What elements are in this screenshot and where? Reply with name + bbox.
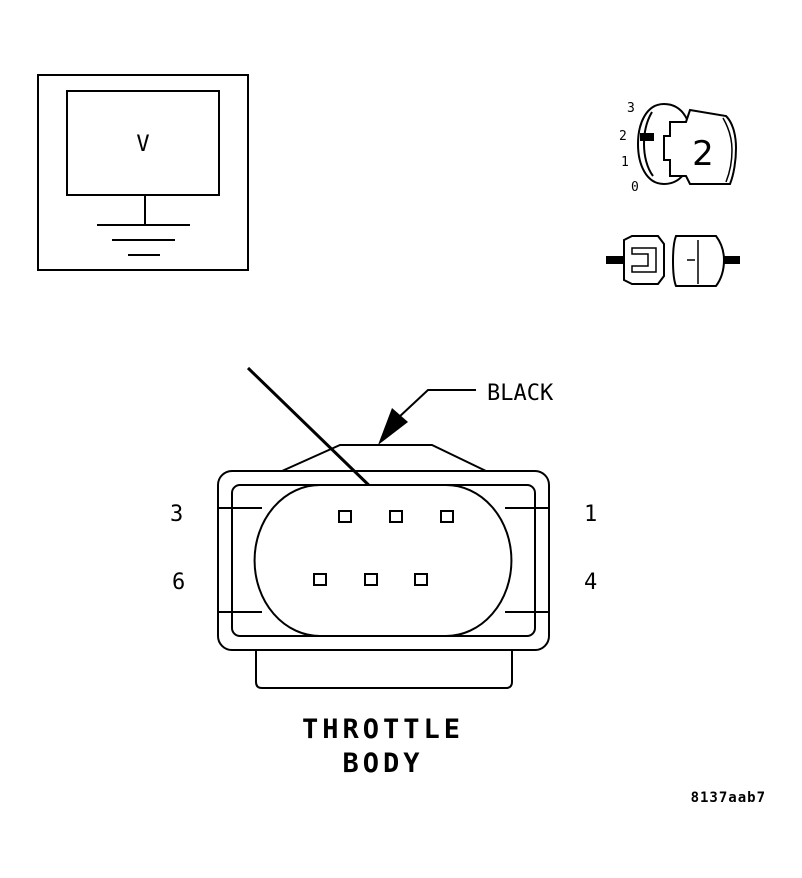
voltmeter-symbol: V — [136, 132, 149, 157]
connector-body — [217, 444, 550, 689]
cavity-4 — [414, 573, 428, 586]
connector-lower-shroud — [255, 650, 513, 689]
pin-label-3: 3 — [170, 502, 183, 527]
connector-color-label: BLACK — [487, 381, 554, 406]
pin-label-1: 1 — [584, 502, 597, 527]
ignition-switch-icon — [636, 102, 738, 186]
voltmeter-icon — [37, 74, 249, 271]
cavity-5 — [364, 573, 378, 586]
connector-terminal-face — [253, 484, 513, 637]
connector-name-line2: BODY — [342, 748, 423, 779]
pin-label-6: 6 — [172, 570, 185, 595]
voltmeter-case — [37, 74, 249, 271]
cavity-2 — [389, 510, 403, 523]
color-callout-leader — [378, 389, 476, 445]
connector-cavities — [313, 510, 454, 586]
connector-name-line1: THROTTLE — [302, 714, 464, 745]
figure-code: 8137aab7 — [691, 790, 766, 806]
pin-label-4: 4 — [584, 570, 597, 595]
voltmeter-display — [66, 90, 220, 196]
connector-latch — [281, 444, 487, 472]
cavity-6 — [313, 573, 327, 586]
key-number: 2 — [692, 134, 714, 174]
disconnected-connector-icon — [606, 235, 740, 287]
switch-position-1: 1 — [621, 155, 629, 170]
switch-position-2: 2 — [619, 129, 627, 144]
cavity-1 — [440, 510, 454, 523]
switch-position-3: 3 — [627, 101, 635, 116]
key-icon — [663, 108, 738, 185]
connector-housing-outer — [217, 470, 550, 651]
switch-position-marker — [640, 133, 654, 141]
switch-position-0: 0 — [631, 180, 639, 195]
cavity-3 — [338, 510, 352, 523]
